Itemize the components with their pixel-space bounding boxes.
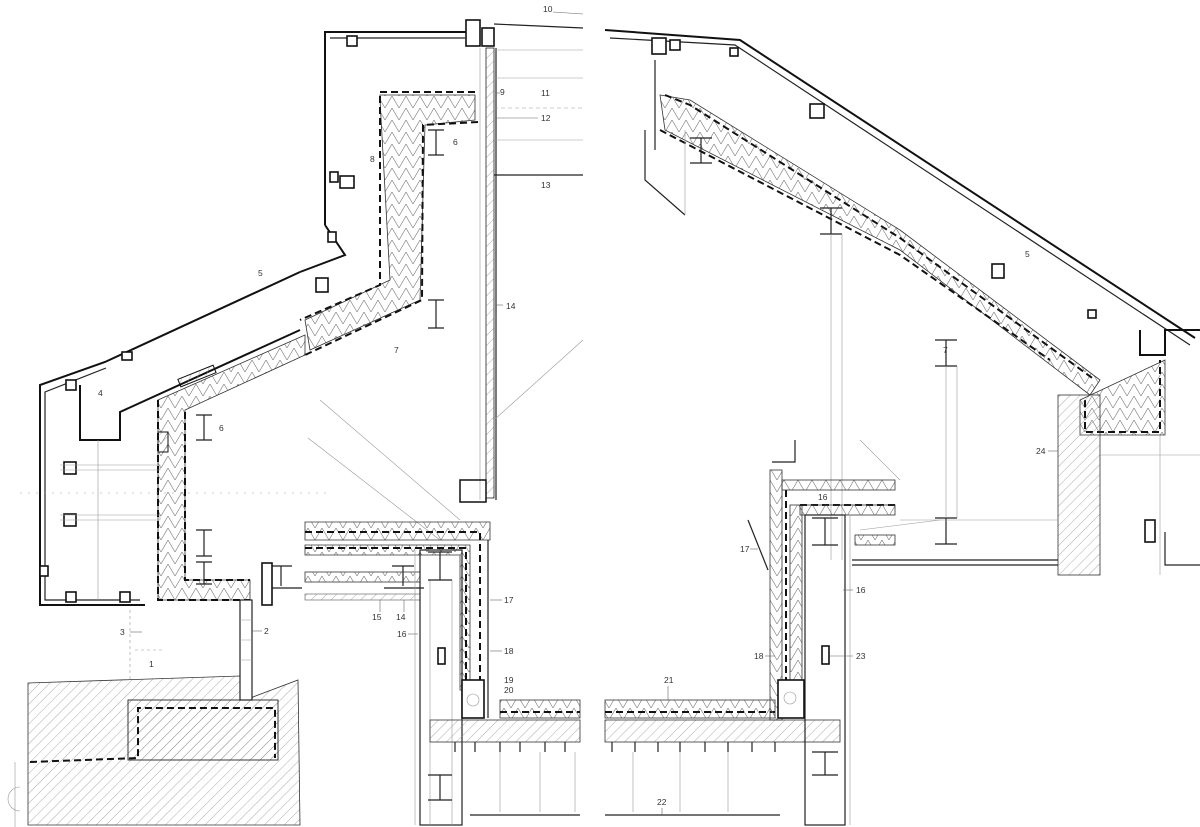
callout-13: 13 [541, 180, 551, 190]
callout-21: 21 [664, 675, 674, 685]
callout-16b: 16 [818, 492, 828, 502]
callout-18b: 18 [754, 651, 764, 661]
callout-14: 14 [506, 301, 516, 311]
callout-16c: 16 [856, 585, 866, 595]
callout-7: 7 [394, 345, 399, 355]
callout-3: 3 [120, 627, 125, 637]
callout-6b: 6 [219, 423, 224, 433]
callout-18: 18 [504, 646, 514, 656]
callout-22: 22 [657, 797, 667, 807]
callout-24: 24 [1036, 446, 1046, 456]
callout-7b: 7 [943, 345, 948, 355]
callout-5: 5 [258, 268, 263, 278]
callout-labels: 10 11 12 13 9 6 8 14 5 7 4 6 3 2 1 15 14… [98, 4, 1058, 816]
callout-16: 16 [397, 629, 407, 639]
callout-6: 6 [453, 137, 458, 147]
callout-14b: 14 [396, 612, 406, 622]
right-roof-assembly [604, 29, 1200, 560]
left-floor-assembly [261, 521, 491, 826]
callout-8: 8 [370, 154, 375, 164]
central-floor-slab [429, 699, 841, 816]
callout-23: 23 [856, 651, 866, 661]
callout-5b: 5 [1025, 249, 1030, 259]
callout-15: 15 [372, 612, 382, 622]
callout-17: 17 [504, 595, 514, 605]
callout-10: 10 [543, 4, 553, 14]
callout-4: 4 [98, 388, 103, 398]
right-wall-assembly [747, 394, 1200, 826]
callout-20: 20 [504, 685, 514, 695]
callout-11: 11 [541, 88, 550, 98]
left-roof-assembly [20, 31, 479, 606]
callout-19: 19 [504, 675, 514, 685]
callout-17b: 17 [740, 544, 750, 554]
callout-12: 12 [541, 113, 551, 123]
foundation [7, 599, 301, 827]
callout-2: 2 [264, 626, 269, 636]
callout-9: 9 [500, 87, 505, 97]
callout-1: 1 [149, 659, 154, 669]
left-wall-assembly [307, 19, 584, 541]
